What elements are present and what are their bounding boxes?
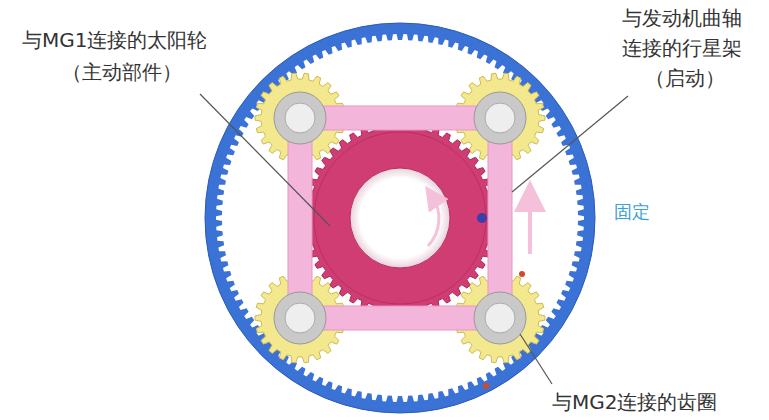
planet-carrier-edge <box>312 130 488 306</box>
leader-line <box>200 94 330 226</box>
motion-arrow <box>528 196 532 254</box>
part-label: 与MG2连接的齿圈 <box>552 390 717 414</box>
marker-dot <box>483 383 489 389</box>
state-label: 固定 <box>614 201 650 223</box>
leader-line <box>512 96 628 192</box>
carrier-pin <box>474 292 526 344</box>
part-label: 与发动机曲轴 <box>622 6 742 30</box>
sun-gear-hole <box>350 168 450 268</box>
sun-gear-rim <box>314 132 486 304</box>
marker-dot <box>477 213 487 223</box>
part-label: （主动部件） <box>62 60 182 84</box>
carrier-pin-core <box>485 303 515 333</box>
marker-dot <box>519 271 525 277</box>
carrier-pin-core <box>285 103 315 133</box>
carrier-pin <box>274 92 326 144</box>
ring-gear-teeth <box>216 34 584 402</box>
rotation-arrow <box>428 196 439 246</box>
leader-line <box>520 334 552 384</box>
ring-gear <box>205 23 595 413</box>
carrier-pin <box>274 292 326 344</box>
carrier-pin-core <box>285 303 315 333</box>
part-label: 连接的行星架 <box>622 36 742 60</box>
carrier-pin <box>474 92 526 144</box>
sun-gear <box>303 121 497 315</box>
part-label: （启动） <box>645 66 725 90</box>
carrier-pin-core <box>485 103 515 133</box>
part-label: 与MG1连接的太阳轮 <box>22 28 207 52</box>
planet-carrier <box>300 118 500 318</box>
